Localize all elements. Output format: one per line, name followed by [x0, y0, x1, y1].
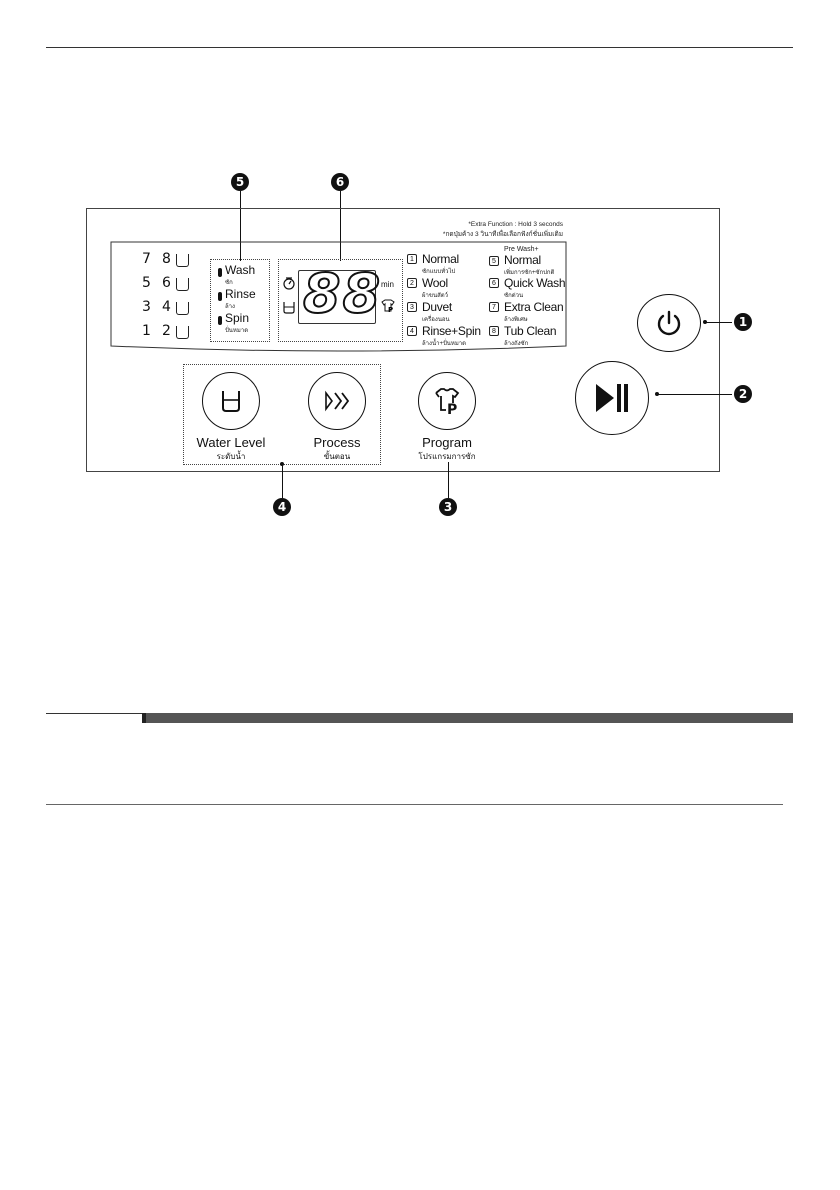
program-number-7: 7: [489, 302, 499, 312]
leader-3: [448, 462, 449, 498]
callout-4: 4: [273, 498, 291, 516]
program-number-2: 2: [407, 278, 417, 288]
section-bar-left: [46, 713, 142, 714]
water-level-icon: [176, 302, 189, 315]
program-sub-1: ซักแบบทั่วไป: [422, 269, 456, 275]
svg-text:P: P: [447, 402, 457, 416]
wash-led: [218, 268, 222, 277]
program-label-4: Rinse+Spin: [422, 324, 481, 338]
cycle-label-rinse: Rinse: [225, 287, 256, 301]
program-label-7: Extra Clean: [504, 300, 564, 314]
program-number-5: 5: [489, 256, 499, 266]
water-level-button[interactable]: [202, 372, 260, 430]
callout-1: 1: [734, 313, 752, 331]
callout-5: 5: [231, 173, 249, 191]
extra-function-note-thai: *กดปุ่มค้าง 3 วินาทีเพื่อเลือกฟังก์ชั่นเ…: [442, 231, 563, 238]
program-sub-2: ผ้าขนสัตว์: [422, 293, 449, 299]
section-bar-inner: [142, 713, 146, 723]
spin-led: [218, 316, 222, 325]
program-label-1: Normal: [422, 252, 459, 266]
start-pause-button[interactable]: [575, 361, 649, 435]
program-sub: โปรแกรมการซัก: [418, 452, 476, 461]
water-level-icon: [222, 391, 240, 412]
leader-4: [282, 464, 283, 498]
cycle-label-spin: Spin: [225, 311, 250, 325]
leader-5: [240, 191, 241, 261]
program-sub-4: ล้างน้ำ+ปั่นหมาด: [422, 341, 467, 347]
program-label: Program: [422, 435, 472, 450]
display-box: [278, 259, 403, 342]
water-level-label: Water Level: [196, 435, 266, 450]
program-icon: P: [381, 299, 395, 314]
leader-2-dot: [655, 392, 659, 396]
leader-6: [340, 191, 341, 261]
cycle-label-wash: Wash: [225, 263, 256, 277]
program-number-1: 1: [407, 254, 417, 264]
program-number-6: 6: [489, 278, 499, 288]
water-level-sub: ระดับน้ำ: [216, 452, 246, 461]
program-sub-8: ล้างถังซัก: [504, 341, 529, 347]
display-strip: [110, 241, 567, 352]
program-label-5: Normal: [504, 253, 541, 267]
program-sub-7: ล้างพิเศษ: [504, 317, 528, 323]
bottom-rule: [46, 804, 783, 805]
svg-text:P: P: [388, 306, 393, 314]
play-pause-icon: [596, 384, 628, 412]
power-icon: [657, 310, 681, 336]
program-button[interactable]: P: [418, 372, 476, 430]
callout-6: 6: [331, 173, 349, 191]
program-sub-6: ซักด่วน: [504, 293, 524, 299]
water-icon: [283, 302, 295, 314]
section-bar: [142, 713, 793, 723]
leader-2: [656, 394, 732, 395]
leader-1: [704, 322, 732, 323]
rinse-led: [218, 292, 222, 301]
program-sub-5: เพิ่มการซัก+ซักปกติ: [504, 270, 555, 276]
callout-3: 3: [439, 498, 457, 516]
cycle-sub-wash: ซัก: [225, 280, 233, 286]
program-number-8: 8: [489, 326, 499, 336]
cycle-sub-rinse: ล้าง: [225, 304, 235, 310]
segment-display: [298, 270, 376, 324]
extra-function-note: *Extra Function : Hold 3 seconds: [468, 221, 563, 228]
water-level-icon: [176, 326, 189, 339]
process-label: Process: [313, 435, 361, 450]
process-button[interactable]: [308, 372, 366, 430]
display-unit: min: [381, 280, 394, 289]
process-icon: [325, 390, 350, 412]
control-panel: [86, 208, 720, 472]
leader-1-dot: [703, 320, 707, 324]
timer-icon: [283, 277, 295, 290]
top-rule: [46, 47, 793, 48]
process-sub: ขั้นตอน: [323, 452, 351, 461]
program-label-8: Tub Clean: [504, 324, 557, 338]
program-label-2: Wool: [422, 276, 448, 290]
program-label-3: Duvet: [422, 300, 452, 314]
display-digits: 88: [302, 261, 383, 326]
water-level-icon: [176, 254, 189, 267]
water-level-icon: [176, 278, 189, 291]
cycle-indicator-box: [210, 259, 270, 342]
program-number-4: 4: [407, 326, 417, 336]
cycle-sub-spin: ปั่นหมาด: [225, 328, 249, 334]
program-number-3: 3: [407, 302, 417, 312]
callout-2: 2: [734, 385, 752, 403]
power-button[interactable]: [637, 294, 701, 352]
program-tshirt-icon: P: [435, 388, 460, 416]
program-pre-5: Pre Wash+: [504, 246, 539, 253]
program-sub-3: เครื่องนอน: [422, 317, 450, 323]
program-label-6: Quick Wash: [504, 276, 566, 290]
